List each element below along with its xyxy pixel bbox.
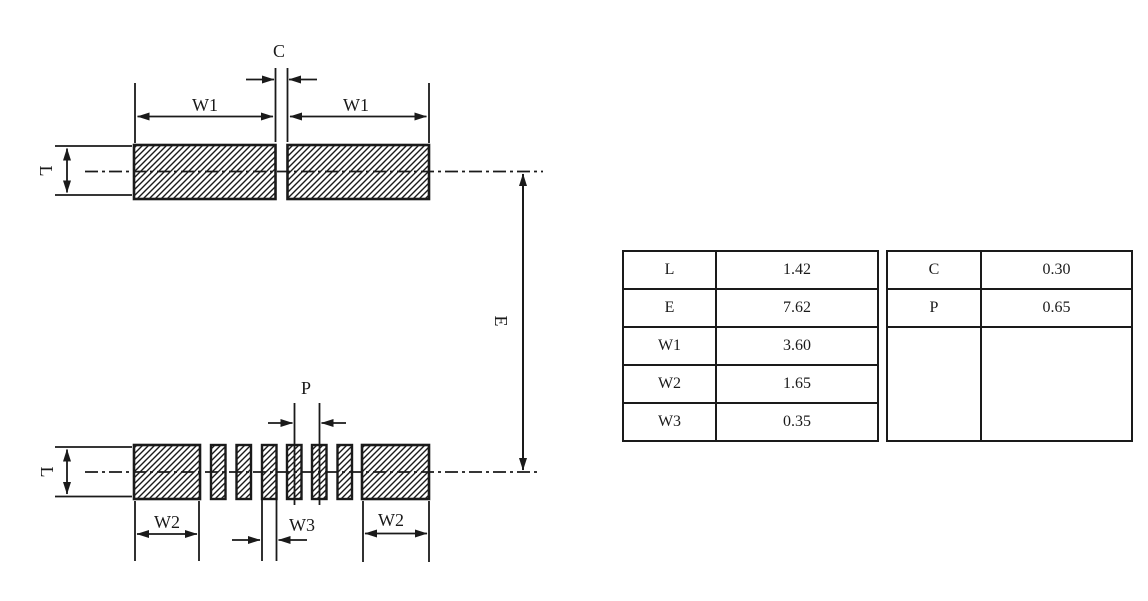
- pad-bottom-right: [360, 443, 431, 501]
- table-row: C 0.30: [886, 250, 1133, 290]
- param-cell: P: [886, 288, 982, 328]
- table-row: W3 0.35: [622, 402, 879, 442]
- dimension-table-secondary: C 0.30 P 0.65: [886, 250, 1133, 442]
- dimension-table-main: L 1.42 E 7.62 W1 3.60 W2 1.65 W3 0.35: [622, 250, 879, 442]
- dim-l-top-label: L: [36, 166, 56, 177]
- terminal-bar-5: [310, 443, 328, 501]
- param-cell: C: [886, 250, 982, 290]
- table-row: W1 3.60: [622, 326, 879, 366]
- param-cell: W1: [622, 326, 717, 366]
- table-row: P 0.65: [886, 288, 1133, 328]
- dim-w2-right-label: W2: [378, 510, 404, 530]
- param-cell: [886, 326, 982, 442]
- value-cell: 0.65: [980, 288, 1133, 328]
- dim-l-bottom: L: [37, 446, 132, 498]
- dim-w2-left-label: W2: [154, 512, 180, 532]
- value-cell: 3.60: [715, 326, 879, 366]
- table-row: L 1.42: [622, 250, 879, 290]
- bottom-view: P L W2: [37, 378, 538, 562]
- pad-bottom-left: [132, 443, 202, 501]
- terminal-bar-2: [235, 443, 253, 501]
- param-cell: W3: [622, 402, 717, 442]
- dim-c-label: C: [273, 41, 285, 61]
- pad-top-left: [132, 143, 277, 201]
- top-view: L W1 W1 C: [36, 41, 543, 201]
- terminal-bar-4: [285, 443, 303, 501]
- param-cell: E: [622, 288, 717, 328]
- table-row: W2 1.65: [622, 364, 879, 404]
- dim-w3-label: W3: [289, 515, 315, 535]
- terminal-bar-6: [336, 443, 354, 501]
- dim-c: C: [246, 41, 317, 142]
- terminal-bar-3: [260, 443, 278, 501]
- pad-top-right: [286, 143, 431, 201]
- dim-e-label: E: [491, 316, 511, 327]
- terminal-bar-1: [209, 443, 227, 501]
- dim-w1-left-label: W1: [192, 95, 218, 115]
- dim-w3: W3: [232, 500, 315, 561]
- dim-w1-left: W1: [134, 83, 274, 143]
- dim-w2-right: W2: [362, 501, 430, 562]
- dim-p-label: P: [301, 378, 311, 398]
- value-cell: [980, 326, 1133, 442]
- param-cell: W2: [622, 364, 717, 404]
- value-cell: 7.62: [715, 288, 879, 328]
- dim-l-bottom-label: L: [37, 467, 57, 478]
- dim-l-top: L: [36, 145, 132, 196]
- dim-e: E: [491, 173, 527, 471]
- value-cell: 0.35: [715, 402, 879, 442]
- dim-w1-right-label: W1: [343, 95, 369, 115]
- value-cell: 1.42: [715, 250, 879, 290]
- dim-w2-left: W2: [134, 501, 200, 561]
- dim-p: P: [268, 378, 346, 505]
- table-row-empty: [886, 326, 1133, 442]
- value-cell: 0.30: [980, 250, 1133, 290]
- value-cell: 1.65: [715, 364, 879, 404]
- table-row: E 7.62: [622, 288, 879, 328]
- dim-w1-right: W1: [289, 83, 430, 143]
- param-cell: L: [622, 250, 717, 290]
